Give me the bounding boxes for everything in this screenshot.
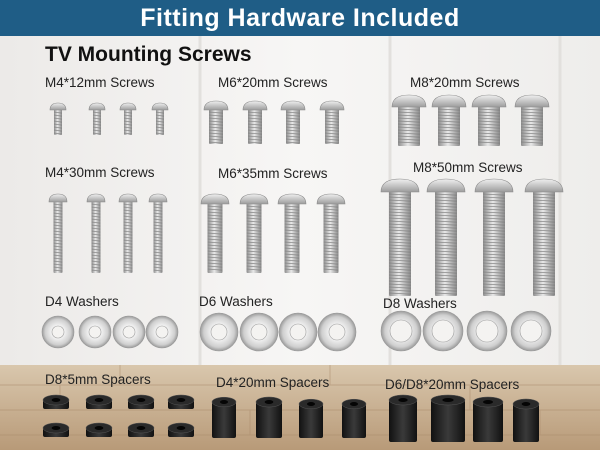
label-m6-20: M6*20mm Screws	[218, 75, 328, 90]
screw-m6-35	[239, 193, 269, 273]
screw-m6-35	[316, 193, 346, 273]
screw-m8-50	[524, 178, 564, 296]
spacer-d8-5	[127, 422, 155, 437]
screw-m8-50	[474, 178, 514, 296]
screw-m4-12	[88, 102, 106, 135]
label-m4-12: M4*12mm Screws	[45, 75, 155, 90]
screw-m8-20	[514, 94, 550, 146]
screw-m8-20	[431, 94, 467, 146]
label-d6-washers: D6 Washers	[199, 294, 273, 309]
label-m4-30: M4*30mm Screws	[45, 165, 155, 180]
screw-m4-30	[86, 193, 106, 273]
washer-d4	[112, 315, 146, 349]
spacer-d6d8-20	[512, 398, 540, 442]
spacer-d8-5	[42, 422, 70, 437]
screw-m4-12	[49, 102, 67, 135]
washer-d4	[78, 315, 112, 349]
washer-d8	[380, 310, 422, 352]
screw-m8-20	[391, 94, 427, 146]
screw-m4-30	[48, 193, 68, 273]
washer-d6	[317, 312, 357, 352]
washer-d8	[422, 310, 464, 352]
screw-m4-12	[151, 102, 169, 135]
label-d8-washers: D8 Washers	[383, 296, 457, 311]
screw-m6-20	[319, 100, 345, 144]
screw-m6-20	[203, 100, 229, 144]
label-d4-20-spacers: D4*20mm Spacers	[216, 375, 330, 390]
label-m6-35: M6*35mm Screws	[218, 166, 328, 181]
screw-m6-35	[277, 193, 307, 273]
spacer-d6d8-20	[388, 394, 418, 442]
washer-d6	[278, 312, 318, 352]
washer-d8	[466, 310, 508, 352]
label-m8-50: M8*50mm Screws	[413, 160, 523, 175]
washer-d8	[510, 310, 552, 352]
spacer-d8-5	[42, 394, 70, 409]
spacer-d4-20	[211, 396, 237, 438]
banner: Fitting Hardware Included	[0, 0, 600, 36]
label-d6d8-20-spacers: D6/D8*20mm Spacers	[385, 377, 520, 392]
spacer-d8-5	[167, 422, 195, 437]
spacer-d8-5	[85, 394, 113, 409]
banner-text: Fitting Hardware Included	[140, 3, 460, 32]
spacer-d8-5	[167, 394, 195, 409]
washer-d4	[145, 315, 179, 349]
screw-m8-20	[471, 94, 507, 146]
section-title: TV Mounting Screws	[45, 43, 252, 66]
label-d8-5-spacers: D8*5mm Spacers	[45, 372, 151, 387]
washer-d6	[199, 312, 239, 352]
label-d4-washers: D4 Washers	[45, 294, 119, 309]
screw-m8-50	[426, 178, 466, 296]
washer-d6	[239, 312, 279, 352]
screw-m4-30	[148, 193, 168, 273]
screw-m4-12	[119, 102, 137, 135]
spacer-d6d8-20	[472, 396, 504, 442]
spacer-d4-20	[255, 396, 283, 438]
screw-m4-30	[118, 193, 138, 273]
spacer-d4-20	[298, 398, 324, 438]
screw-m6-20	[242, 100, 268, 144]
spacer-d8-5	[85, 422, 113, 437]
spacer-d8-5	[127, 394, 155, 409]
washer-d4	[41, 315, 75, 349]
screw-m6-35	[200, 193, 230, 273]
spacer-d6d8-20	[430, 394, 466, 442]
label-m8-20: M8*20mm Screws	[410, 75, 520, 90]
screw-m8-50	[380, 178, 420, 296]
spacer-d4-20	[341, 398, 367, 438]
screw-m6-20	[280, 100, 306, 144]
